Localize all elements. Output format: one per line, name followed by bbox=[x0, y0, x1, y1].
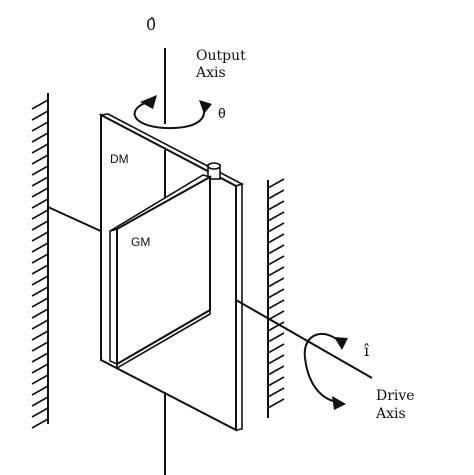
hatch-line bbox=[267, 178, 285, 189]
hatch-line bbox=[267, 387, 285, 398]
hatch-line bbox=[267, 277, 285, 288]
hatch-line bbox=[31, 110, 49, 121]
hatch-line bbox=[267, 233, 285, 244]
right-wall bbox=[267, 178, 285, 418]
drive-axis-label-line2: Axis bbox=[375, 406, 406, 422]
hatch-line bbox=[267, 255, 285, 266]
hatch-line bbox=[31, 176, 49, 187]
hatch-line bbox=[31, 407, 49, 418]
output-axis-label-line1: Output bbox=[196, 48, 246, 64]
hatch-line bbox=[31, 264, 49, 275]
hatch-line bbox=[31, 341, 49, 352]
hatch-line bbox=[267, 354, 285, 365]
hatch-line bbox=[31, 275, 49, 286]
hatch-line bbox=[31, 319, 49, 330]
hatch-line bbox=[31, 132, 49, 143]
hatch-line bbox=[31, 352, 49, 363]
hatch-line bbox=[31, 154, 49, 165]
hatch-line bbox=[267, 398, 285, 409]
hatch-line bbox=[267, 321, 285, 332]
hatch-line bbox=[31, 209, 49, 220]
hatch-line bbox=[31, 220, 49, 231]
hatch-line bbox=[267, 222, 285, 233]
theta-label: θ bbox=[218, 105, 226, 121]
hatch-line bbox=[31, 396, 49, 407]
hatch-line bbox=[31, 308, 49, 319]
hatch-line bbox=[31, 297, 49, 308]
drive-axis-right bbox=[235, 299, 373, 379]
hatch-line bbox=[267, 299, 285, 310]
hatch-line bbox=[267, 310, 285, 321]
hatch-line bbox=[31, 330, 49, 341]
hatch-line bbox=[267, 266, 285, 277]
hatch-line bbox=[31, 253, 49, 264]
hatch-line bbox=[267, 332, 285, 343]
gm-plate-label: GM bbox=[131, 235, 150, 249]
hatch-line bbox=[31, 165, 49, 176]
hatch-line bbox=[267, 211, 285, 222]
theta-rotation-arrow bbox=[133, 95, 212, 130]
hatch-line bbox=[31, 363, 49, 374]
hatch-line bbox=[31, 385, 49, 396]
hatch-line bbox=[267, 288, 285, 299]
dm-plate-label: DM bbox=[110, 152, 129, 166]
hatch-line bbox=[31, 99, 49, 110]
hatch-line bbox=[267, 365, 285, 376]
hatch-line bbox=[31, 121, 49, 132]
drive-axis-label-line1: Drive bbox=[376, 388, 415, 404]
hatch-line bbox=[267, 189, 285, 200]
hatch-line bbox=[267, 343, 285, 354]
gm-plate bbox=[109, 174, 213, 370]
input-unit-vector-label: î bbox=[364, 341, 370, 360]
output-axis-label-line2: Axis bbox=[195, 65, 226, 81]
hatch-line bbox=[31, 187, 49, 198]
hatch-line bbox=[267, 200, 285, 211]
hatch-line bbox=[31, 374, 49, 385]
hatch-line bbox=[31, 286, 49, 297]
hatch-line bbox=[31, 418, 49, 429]
hatch-line bbox=[267, 376, 285, 387]
hatch-line bbox=[31, 242, 49, 253]
output-unit-vector-label: 0̂ bbox=[146, 15, 156, 34]
hatch-line bbox=[31, 198, 49, 209]
drive-rotation-arrow bbox=[303, 333, 348, 410]
hatch-line bbox=[31, 231, 49, 242]
hatch-line bbox=[31, 143, 49, 154]
hatch-line bbox=[267, 244, 285, 255]
left-wall bbox=[31, 93, 49, 429]
